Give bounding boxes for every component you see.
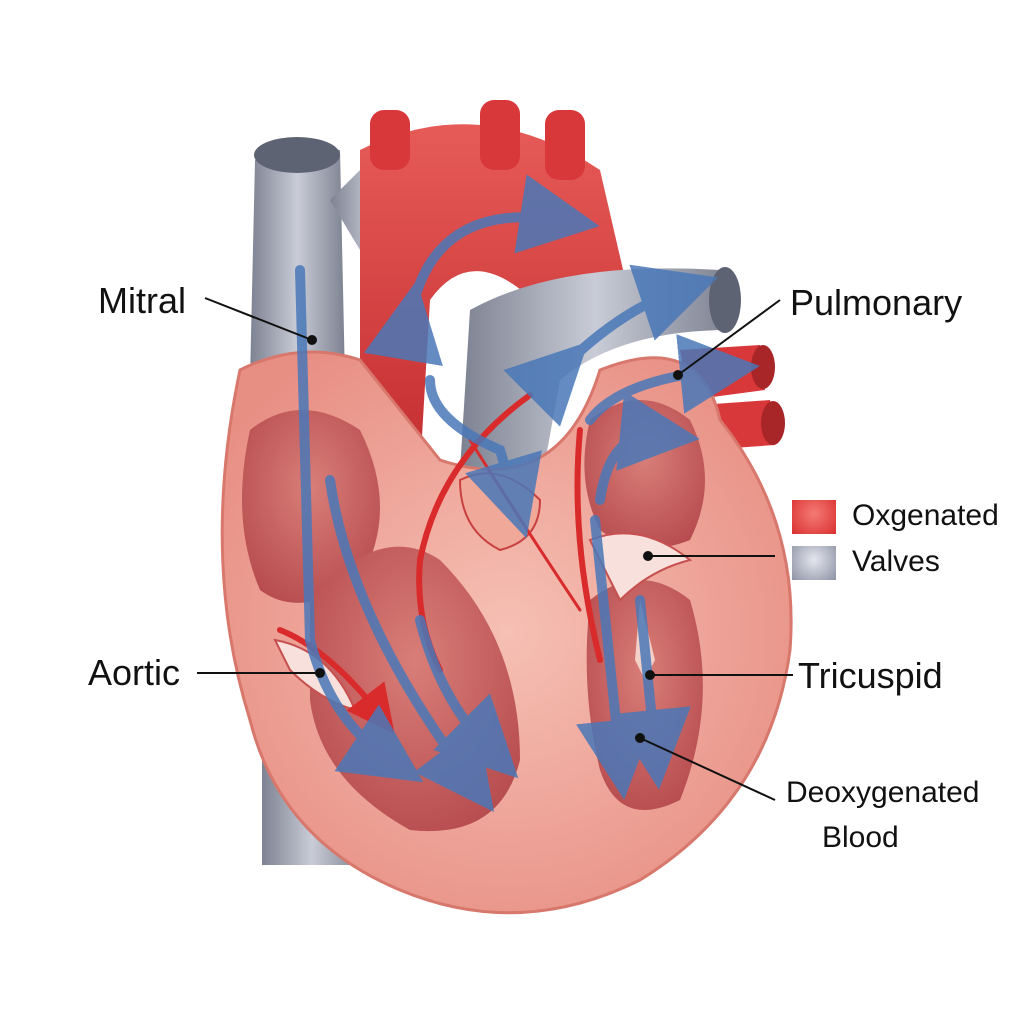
label-pulmonary: Pulmonary: [790, 282, 963, 323]
legend-label-oxygenated: Oxgenated: [852, 499, 999, 532]
deoxygenated-flow: [295, 174, 760, 813]
label-tricuspid: Tricuspid: [798, 655, 943, 696]
label-mitral: Mitral: [98, 280, 186, 321]
legend-swatch-oxygenated: [792, 500, 836, 534]
legend-label-valves: Valves: [852, 545, 940, 578]
label-deoxygenated-line2: Blood: [822, 821, 899, 854]
label-deoxygenated-line1: Deoxygenated: [786, 776, 980, 809]
label-aortic: Aortic: [88, 652, 181, 693]
legend-swatch-valves: [792, 546, 836, 580]
leader-lines: [197, 297, 793, 801]
